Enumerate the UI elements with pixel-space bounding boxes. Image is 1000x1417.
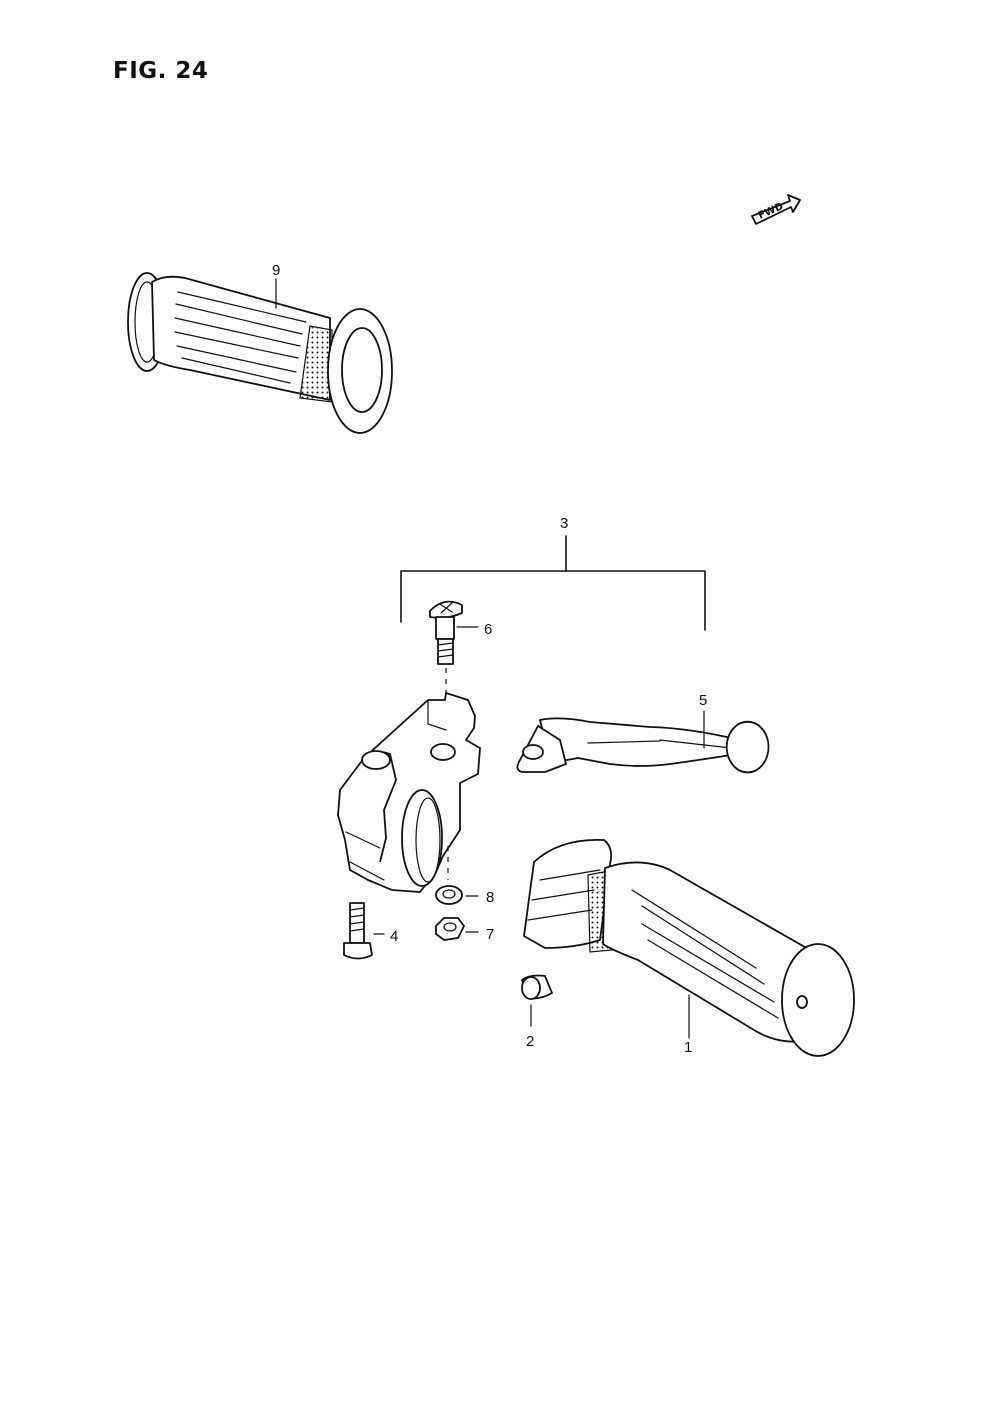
bolt-4	[343, 902, 385, 960]
grip-9	[127, 272, 393, 434]
callout-8: 8	[486, 889, 494, 906]
callout-3: 3	[560, 515, 568, 532]
lever-assembly-3-bracket	[400, 535, 706, 631]
cap-2	[521, 974, 553, 1027]
callout-9: 9	[272, 262, 280, 279]
screw-6	[429, 600, 479, 742]
callout-5: 5	[699, 692, 707, 709]
washer-8	[435, 885, 479, 905]
forward-arrow-icon: FWD	[751, 194, 801, 225]
callout-4: 4	[390, 928, 398, 945]
callout-2: 2	[526, 1033, 534, 1050]
nut-7	[435, 917, 479, 941]
callout-7: 7	[486, 926, 494, 943]
forward-arrow-label: FWD	[757, 201, 785, 222]
figure-title: FIG. 24	[113, 58, 209, 84]
lever-5	[516, 710, 770, 774]
callout-6: 6	[484, 621, 492, 638]
lever-holder	[337, 692, 481, 893]
callout-1: 1	[684, 1039, 692, 1056]
grip-1	[523, 838, 855, 1057]
